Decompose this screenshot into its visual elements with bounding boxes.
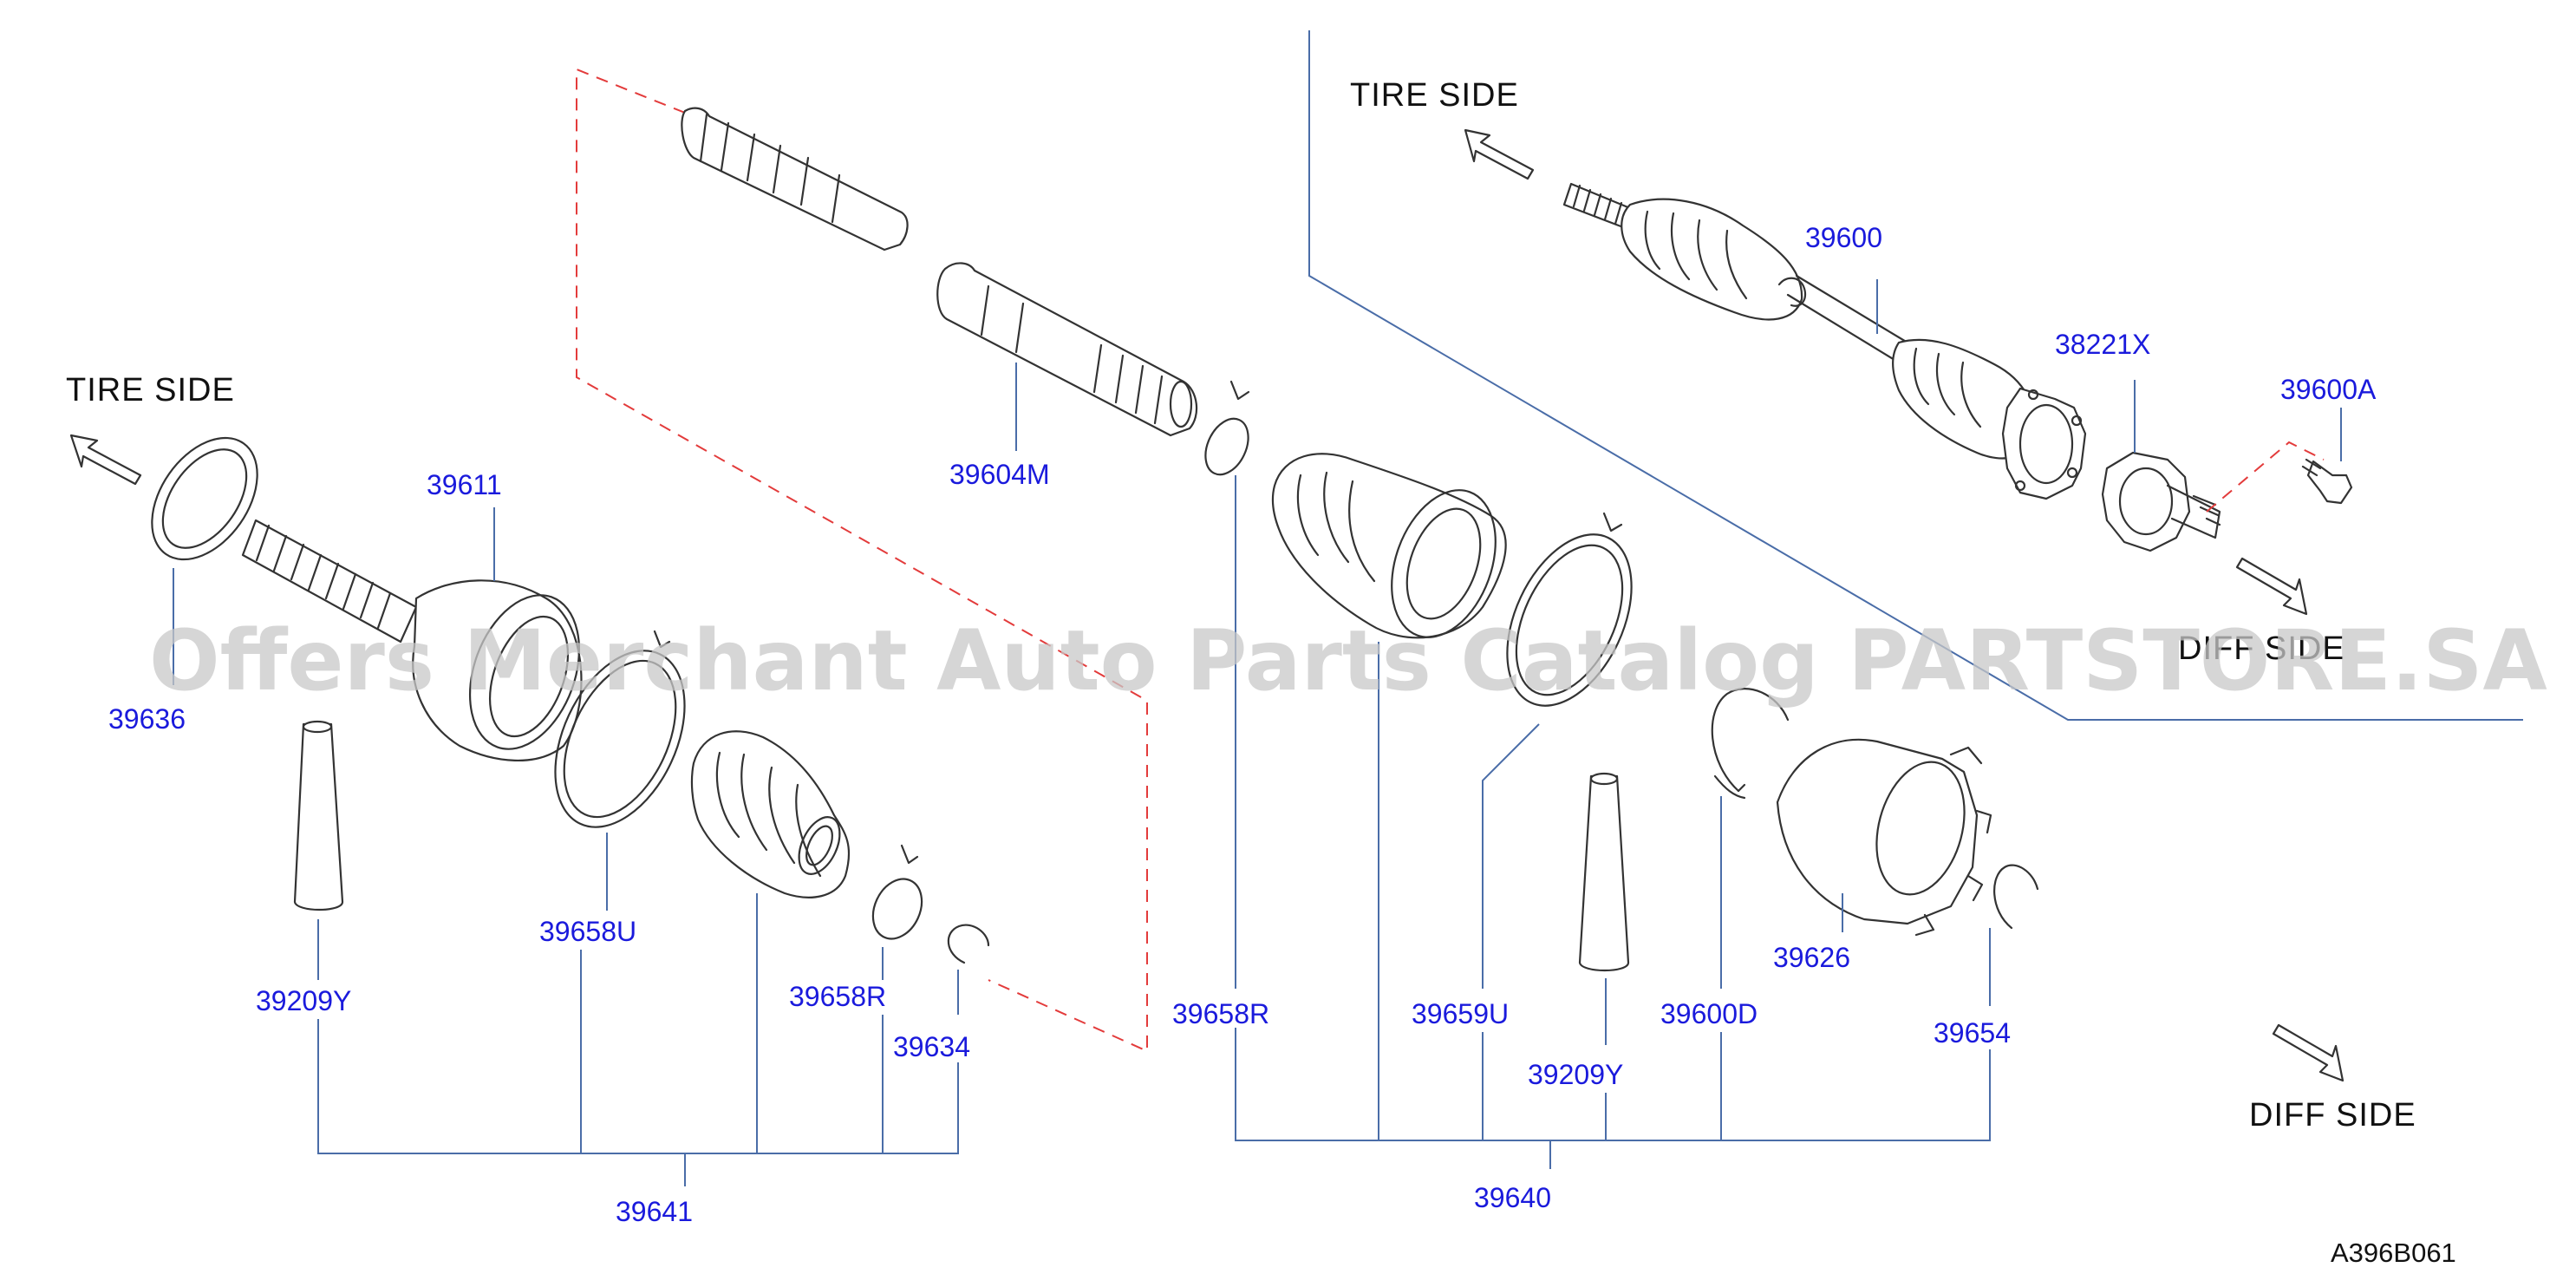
drive-shaft-assembly (1562, 182, 2353, 552)
inner-boot (1271, 453, 1507, 639)
label-39658R-left: 39658R (789, 981, 886, 1012)
outer-joint-39611 (241, 519, 583, 761)
snap-ring-39600D (1711, 688, 1790, 800)
bracket-39640 (1235, 1028, 1991, 1141)
inset-region (1308, 30, 2523, 721)
tire-side-label-left: TIRE SIDE (66, 372, 235, 408)
leader-39659U (1482, 723, 1540, 989)
dashed-outline-shaft (576, 68, 1148, 1053)
diff-side-arrow-top (2235, 557, 2308, 616)
label-39604M: 39604M (949, 459, 1050, 490)
circlip-39654 (1993, 864, 2039, 930)
diff-side-label-top: DIFF SIDE (2178, 630, 2345, 667)
label-39641: 39641 (616, 1196, 693, 1227)
label-39658R-right: 39658R (1172, 998, 1269, 1029)
label-39658U: 39658U (539, 916, 636, 947)
tire-side-arrow-top (1464, 128, 1535, 180)
label-39209Y-left: 39209Y (256, 985, 351, 1016)
figure-code: A396B061 (2331, 1238, 2456, 1268)
grease-tube-39209Y-left (293, 720, 344, 911)
label-39600D: 39600D (1660, 998, 1758, 1029)
shaft-39604M (681, 107, 1198, 437)
dash-flange-bolt (2206, 441, 2325, 513)
outer-boot (690, 730, 851, 898)
label-39659U: 39659U (1412, 998, 1509, 1029)
seal-ring-39636 (151, 436, 258, 561)
inset-border (1308, 30, 2523, 721)
joint-housing-39626 (1776, 738, 1992, 937)
label-39636: 39636 (108, 703, 186, 735)
label-39600: 39600 (1805, 222, 1882, 253)
bracket-39641 (317, 1019, 959, 1154)
label-39209Y-right: 39209Y (1528, 1059, 1623, 1090)
grease-tube-39209Y-right (1578, 772, 1630, 971)
label-39611: 39611 (427, 469, 502, 500)
band-39659U (1506, 512, 1633, 707)
snap-ring-39634 (947, 924, 990, 964)
clamp-39658R-left (871, 844, 923, 940)
band-39658U (554, 630, 686, 828)
label-39654: 39654 (1934, 1017, 2011, 1049)
label-39634: 39634 (893, 1031, 970, 1062)
diff-side-label-bottom: DIFF SIDE (2249, 1097, 2416, 1133)
clamp-39658R-right (1204, 380, 1250, 476)
tire-side-arrow-left (69, 434, 142, 486)
tire-side-label-top: TIRE SIDE (1350, 77, 1519, 114)
label-39600A: 39600A (2280, 374, 2377, 405)
label-38221X: 38221X (2055, 329, 2150, 360)
label-39640: 39640 (1474, 1182, 1551, 1213)
watermark: Offers Merchant Auto Parts Catalog PARTS… (149, 612, 2547, 709)
label-39626: 39626 (1773, 942, 1850, 973)
diff-side-arrow-bottom (2272, 1023, 2344, 1082)
